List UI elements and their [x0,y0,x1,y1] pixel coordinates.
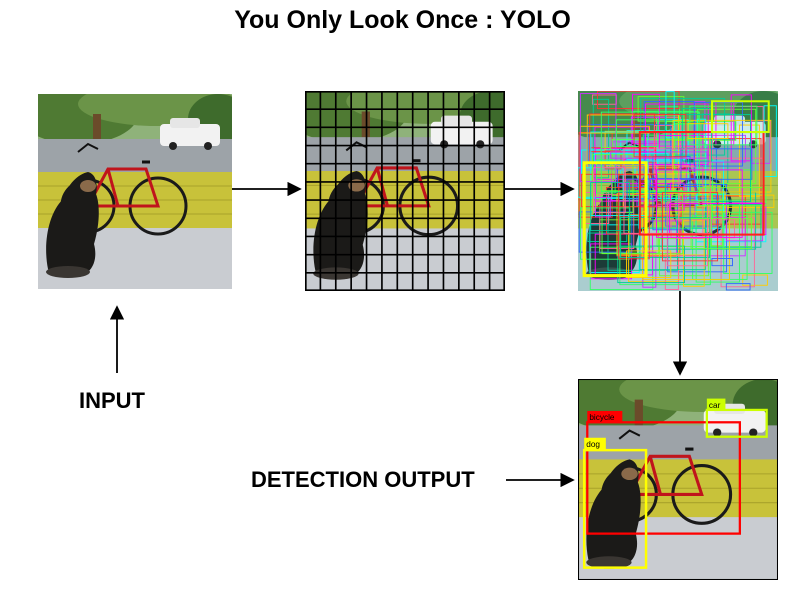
candidate-box [698,187,767,207]
candidate-box [683,220,705,287]
candidate-box [664,252,679,290]
candidate-box [725,283,751,291]
candidate-box [626,178,650,200]
candidate-box [595,159,616,194]
candidate-box [587,124,672,166]
candidate-box [649,146,702,167]
candidate-box [626,250,672,279]
candidate-box [680,148,753,180]
car-detection-box: car [705,398,768,438]
candidate-box [742,274,768,286]
car-label: car [709,401,721,410]
candidate-box [697,108,757,185]
candidate-box [590,131,649,216]
candidate-box [578,211,633,253]
candidate-box [723,211,773,274]
dog-detection-box: dog [582,437,648,569]
candidate-box [730,94,752,162]
candidate-box [711,258,733,267]
detection-output-label: DETECTION OUTPUT [251,467,475,492]
dog-label: dog [586,440,600,449]
candidate-box [701,113,736,140]
candidate-box [593,153,669,162]
candidate-box [725,202,763,242]
candidate-box [593,167,626,214]
candidate-box [587,232,628,242]
bounding-box-predictions-image [578,91,778,291]
candidate-box [694,101,706,134]
candidate-box [672,119,772,193]
candidate-box [617,245,685,284]
candidate-box [618,174,650,260]
candidate-box [693,101,743,167]
bicycle-detection-box: bicycle [586,410,741,535]
candidate-box [623,148,711,234]
candidate-box [670,182,685,211]
bicycle-label: bicycle [589,413,615,422]
candidate-box [689,105,758,146]
page-title: You Only Look Once : YOLO [234,6,571,34]
grid-image [305,91,505,291]
candidate-box [655,169,743,238]
candidate-box [610,151,708,159]
detection-output-image: bicycle car dog [578,379,778,580]
candidate-box [633,114,687,158]
candidate-box [601,190,684,255]
candidate-box [661,191,719,262]
candidate-box [590,182,630,232]
candidate-box [710,192,723,247]
candidate-box [615,119,659,147]
candidate-box [581,173,658,208]
candidate-box [645,103,709,165]
candidate-box [595,197,611,218]
candidate-box [681,108,713,162]
input-label: INPUT [79,388,145,413]
candidate-box [705,204,762,248]
